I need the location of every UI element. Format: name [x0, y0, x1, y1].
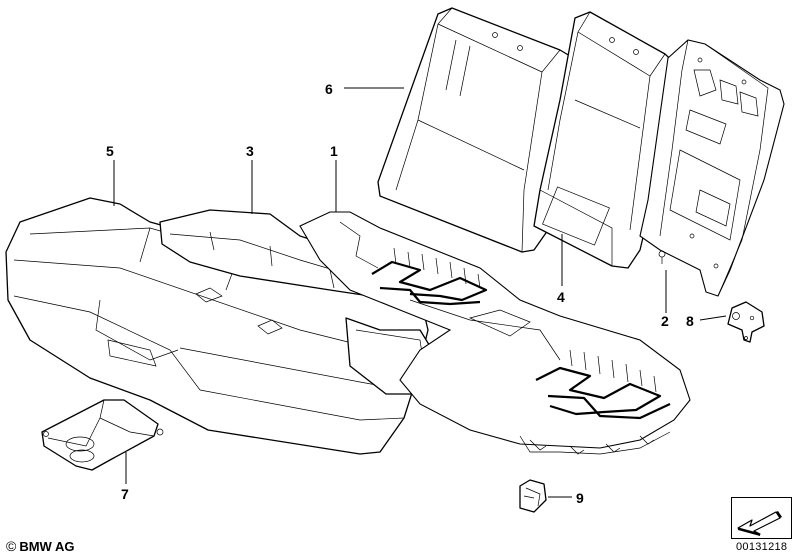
callout-5: 5 — [106, 143, 114, 159]
part-6-backrest-cushion[interactable] — [377, 7, 581, 253]
callout-7: 7 — [121, 486, 129, 502]
arrow-down-left-icon — [737, 511, 782, 536]
brand-name: BMW AG — [19, 538, 75, 554]
part-1-seat-frame[interactable] — [299, 211, 691, 455]
part-4-backrest-center-section[interactable] — [533, 11, 683, 269]
drawing-number: 00131218 — [736, 541, 788, 553]
navigation-box[interactable] — [731, 497, 792, 539]
callout-6: 6 — [325, 81, 333, 97]
callout-2: 2 — [661, 313, 669, 329]
copyright-label: © BMW AG — [6, 538, 74, 554]
callout-8: 8 — [686, 313, 694, 329]
copyright-symbol: © — [6, 538, 17, 554]
callout-9: 9 — [576, 490, 584, 506]
part-8-hinge-bracket[interactable] — [727, 301, 765, 343]
part-2-backrest-frame[interactable] — [639, 39, 785, 297]
part-7-bracket[interactable] — [41, 399, 164, 471]
leader-lines — [113, 87, 727, 498]
part-9-clip[interactable] — [519, 479, 547, 513]
callout-3: 3 — [246, 143, 254, 159]
callout-4: 4 — [557, 289, 565, 305]
callout-1: 1 — [330, 143, 338, 159]
